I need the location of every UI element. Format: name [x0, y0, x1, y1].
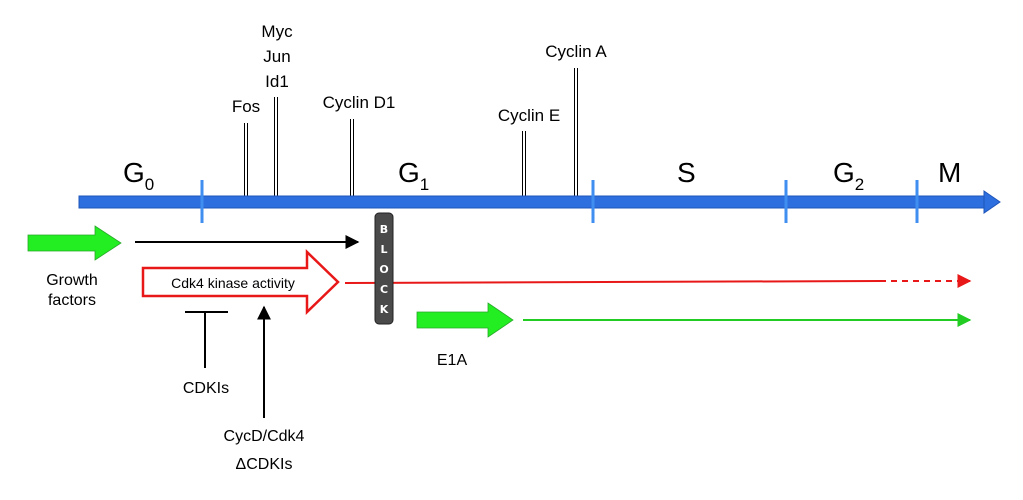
myc-jun-id1-marker: [274, 97, 278, 198]
fos-marker: [244, 123, 248, 198]
cdk4-kinase-activity-label: Cdk4 kinase activity: [171, 275, 295, 291]
cdkis-label: CDKIs: [183, 380, 229, 397]
block-letter-k: K: [380, 303, 389, 316]
growth-factors-label-line1: Growth: [46, 272, 98, 289]
cdk4-progression-line: [344, 280, 881, 284]
growth-factors-arrow-icon: [27, 225, 122, 261]
block-rectangle: [374, 212, 394, 325]
phase-g1-label: G1: [398, 157, 429, 194]
cycd-cdk4-label: CycD/Cdk4: [224, 428, 305, 445]
jun-label: Jun: [263, 47, 290, 66]
myc-label: Myc: [261, 22, 293, 41]
cyclin-d1-marker: [350, 119, 354, 198]
delta-cdkis-label: ΔCDKIs: [236, 456, 293, 473]
cdki-inhibition-icon: [185, 311, 228, 368]
phase-s-label: S: [677, 157, 696, 188]
timeline-arrow: [78, 190, 1001, 214]
block-letter-o: O: [379, 263, 388, 276]
cyclin-d1-label: Cyclin D1: [323, 93, 396, 112]
block-letter-b: B: [380, 223, 388, 236]
phase-m-label: M: [938, 157, 961, 188]
cyclin-a-label: Cyclin A: [545, 42, 607, 61]
cyclin-a-marker: [574, 68, 578, 198]
phase-g2-label: G2: [833, 157, 864, 194]
growth-factors-label-line2: factors: [48, 292, 96, 309]
cyclin-e-label: Cyclin E: [498, 106, 560, 125]
block-letter-c: C: [380, 283, 388, 296]
block-letter-l: L: [380, 243, 387, 256]
e1a-label: E1A: [437, 352, 468, 369]
cdk4-kinase-activity-arrow: [141, 249, 340, 315]
cyclin-e-marker: [522, 131, 526, 198]
fos-label: Fos: [232, 97, 260, 116]
phase-g0-label: G0: [123, 157, 154, 194]
e1a-arrow-icon: [416, 302, 514, 338]
id1-label: Id1: [265, 72, 289, 91]
